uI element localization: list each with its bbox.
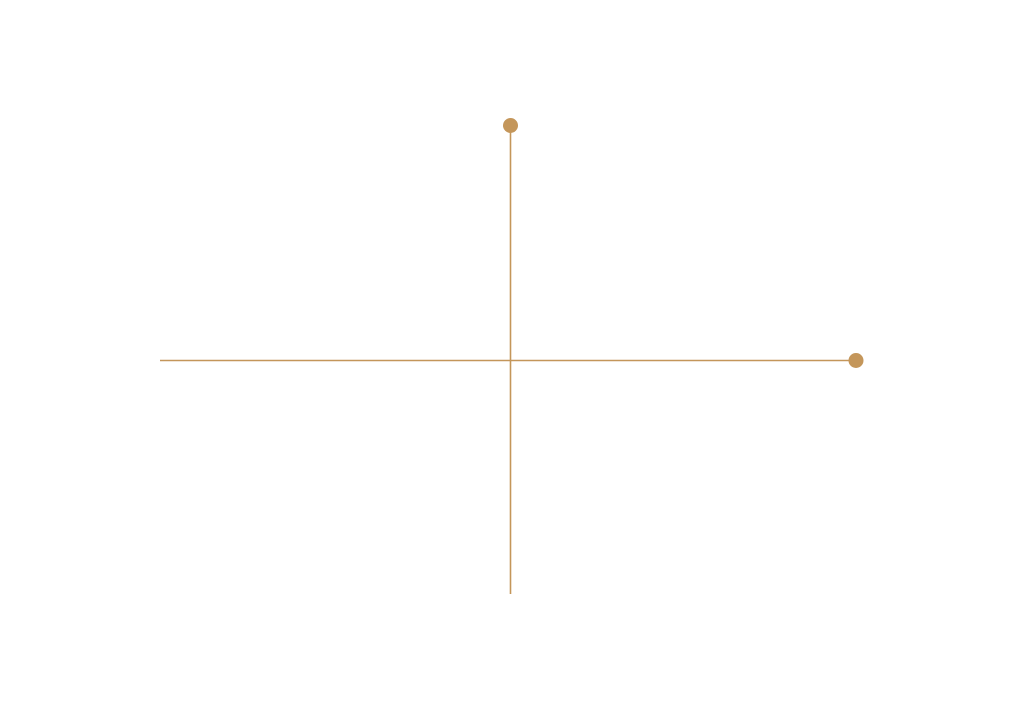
horizontal-axis-end-marker (848, 353, 864, 368)
vertical-axis-end-marker (503, 118, 518, 133)
